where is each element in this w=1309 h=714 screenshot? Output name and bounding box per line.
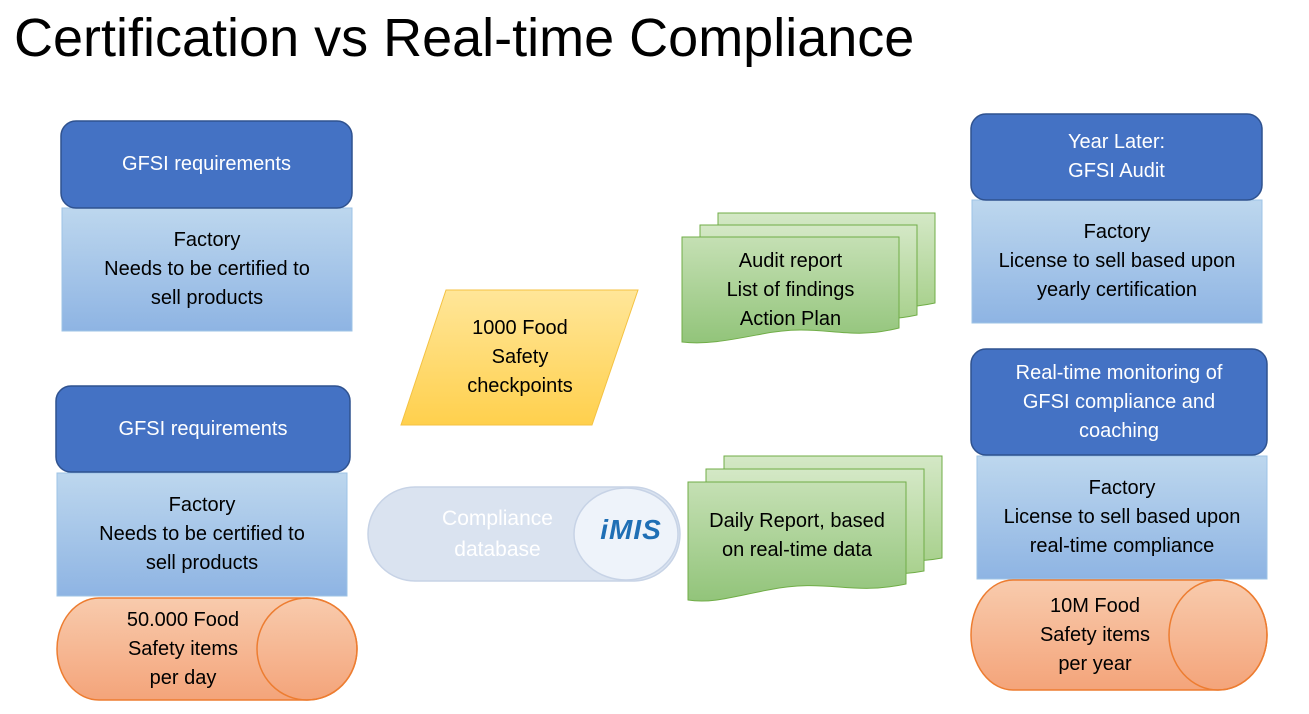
- text-line: Needs to be certified to: [99, 523, 305, 545]
- right-bottom-factory-box: [976, 455, 1268, 580]
- text-line: Audit report: [738, 249, 843, 272]
- text-line: checkpoints: [467, 375, 573, 397]
- left-bottom-factory-box: [56, 472, 348, 597]
- text-line: Real-time monitoring of: [1015, 361, 1223, 384]
- text-line: License to sell based upon: [998, 250, 1236, 272]
- text-line: on real-time data: [721, 539, 873, 561]
- page-title: Certification vs Real-time Compliance: [14, 8, 915, 68]
- checkpoints-parallelogram: [400, 289, 639, 426]
- text-line: Safety: [491, 346, 549, 368]
- audit-report-document-stack: [681, 212, 936, 344]
- text-line: Factory: [1083, 221, 1151, 243]
- text-line: Needs to be certified to: [104, 258, 310, 280]
- text-line: List of findings: [726, 278, 855, 301]
- text-line: Factory: [173, 229, 241, 251]
- left-top-factory-box: [61, 207, 353, 332]
- left-bottom-header-box: [55, 385, 351, 473]
- text-line: database: [454, 538, 541, 561]
- text-line: License to sell based upon: [1003, 506, 1241, 528]
- text-line: Year Later:: [1067, 131, 1166, 153]
- text-line: coaching: [1078, 419, 1160, 442]
- text-line: Safety items: [127, 637, 239, 660]
- right-bottom-header-box: [970, 348, 1268, 456]
- text-line: 10M Food: [1049, 594, 1141, 617]
- right-bottom-header-text: Real-time monitoring of GFSI compliance a…: [971, 349, 1267, 455]
- text-line: 50.000 Food: [126, 608, 240, 631]
- left-top-header-text: GFSI requirements: [61, 121, 352, 208]
- text-line: Factory: [1088, 477, 1156, 499]
- text-line: GFSI requirements: [122, 153, 291, 175]
- text-line: Compliance: [442, 507, 553, 530]
- text-line: per day: [149, 666, 217, 689]
- text-line: 1000 Food: [472, 317, 568, 339]
- text-line: Factory: [168, 494, 236, 516]
- imis-logo: iMIS: [600, 514, 662, 545]
- text-line: GFSI compliance and: [1022, 390, 1216, 413]
- compliance-database-capsule: [367, 486, 681, 582]
- left-cylinder: [56, 597, 358, 701]
- text-line: Action Plan: [739, 307, 842, 330]
- left-bottom-header-text: GFSI requirements: [56, 386, 350, 472]
- text-line: sell products: [150, 287, 264, 309]
- right-top-factory-box: [971, 199, 1263, 324]
- text-line: GFSI Audit: [1068, 160, 1165, 182]
- text-line: sell products: [145, 552, 259, 574]
- text-line: per year: [1058, 652, 1132, 675]
- text-line: real-time compliance: [1029, 535, 1215, 557]
- right-top-header-text: Year Later: GFSI Audit: [971, 114, 1262, 200]
- text-line: Safety items: [1039, 623, 1151, 646]
- text-line: Daily Report, based: [709, 510, 885, 532]
- left-top-header-box: [60, 120, 353, 209]
- text-line: GFSI requirements: [118, 417, 288, 440]
- right-cylinder: [970, 579, 1268, 691]
- compliance-database-text: Compliance database: [410, 487, 585, 581]
- daily-report-document-stack: [687, 455, 943, 602]
- right-top-header-box: [970, 113, 1263, 201]
- text-line: yearly certification: [1036, 279, 1198, 301]
- daily-report-text: Daily Report, based on real-time data: [688, 484, 906, 588]
